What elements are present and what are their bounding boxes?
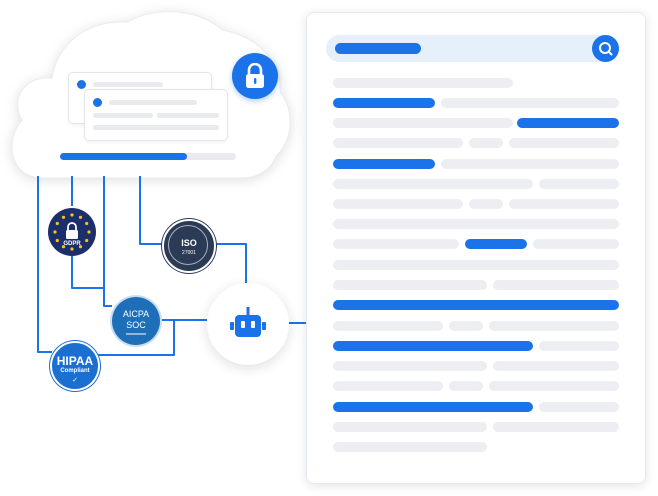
text-line (489, 381, 619, 391)
text-line (333, 199, 463, 209)
text-line (509, 199, 619, 209)
aicpa-soc-badge: AICPA SOC (112, 297, 160, 345)
text-line (509, 138, 619, 148)
lock-button[interactable] (232, 53, 278, 99)
text-line (333, 78, 513, 88)
text-line (493, 280, 619, 290)
robot-node (207, 283, 289, 365)
highlight-line (465, 239, 527, 249)
text-line (333, 422, 487, 432)
text-line (333, 280, 487, 290)
mini-card-line (93, 82, 163, 87)
iso-number: 27001 (182, 250, 196, 256)
iso-ring (168, 225, 208, 265)
hipaa-sub-label: Compliant (60, 368, 90, 374)
text-line (441, 159, 619, 169)
text-line (333, 118, 513, 128)
text-line (539, 179, 619, 189)
hipaa-badge: HIPAA Compliant ✓ (50, 341, 100, 391)
text-line (539, 341, 619, 351)
text-line (441, 98, 619, 108)
text-line (489, 321, 619, 331)
text-line (333, 361, 487, 371)
search-button[interactable] (592, 35, 619, 62)
gdpr-label: GDPR (63, 241, 81, 247)
document-panel (306, 12, 646, 484)
eu-stars-icon (53, 213, 91, 251)
text-line (449, 321, 483, 331)
gdpr-badge: GDPR (48, 208, 96, 256)
aicpa-subtext (126, 333, 146, 335)
mini-card-line (93, 125, 219, 130)
aicpa-label: AICPA (122, 309, 150, 319)
text-line (493, 422, 619, 432)
hipaa-label: HIPAA (56, 354, 94, 368)
text-line (333, 442, 487, 452)
highlight-line (333, 159, 435, 169)
iso-label: ISO (181, 238, 197, 248)
mini-card-dot (77, 80, 86, 89)
text-line (449, 381, 483, 391)
text-line (469, 138, 503, 148)
search-query-placeholder (335, 43, 421, 54)
check-icon: ✓ (72, 377, 78, 384)
highlight-line (333, 402, 533, 412)
text-line (333, 138, 463, 148)
text-line (333, 381, 443, 391)
iso-badge: ISO 27001 (162, 219, 216, 273)
highlight-line (333, 341, 533, 351)
mini-card-line (93, 113, 153, 118)
mini-card-front (84, 89, 228, 141)
search-icon (599, 42, 613, 56)
highlight-line (333, 300, 619, 310)
mini-card-line (109, 100, 197, 105)
text-line (539, 402, 619, 412)
highlight-line (333, 98, 435, 108)
cloud-progress-track (60, 153, 236, 160)
text-line (333, 179, 533, 189)
soc-label: SOC (126, 320, 146, 330)
text-line (333, 260, 619, 270)
cloud-progress-fill (60, 153, 187, 160)
text-line (333, 219, 619, 229)
search-bar[interactable] (326, 35, 619, 62)
text-line (333, 321, 443, 331)
text-line (333, 239, 459, 249)
highlight-line (517, 118, 619, 128)
text-line (469, 199, 503, 209)
text-line (533, 239, 619, 249)
text-line (493, 361, 619, 371)
lock-icon (246, 63, 264, 88)
robot-icon (230, 307, 266, 337)
mini-card-line (157, 113, 219, 118)
mini-card-dot (93, 98, 102, 107)
